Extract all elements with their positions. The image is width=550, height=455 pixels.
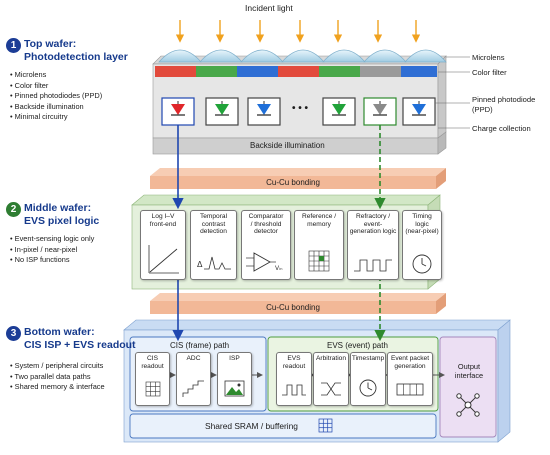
memory-grid-icon (308, 250, 330, 272)
arbitration-block: Arbitration (313, 352, 349, 406)
backside-illumination-label: Backside illumination (250, 141, 325, 150)
top-bullet: Backside illumination (10, 102, 102, 113)
middle-wafer-number-badge: 2 (6, 202, 21, 217)
shared-sram-box (129, 413, 437, 439)
svg-text:Δ: Δ (197, 260, 203, 269)
timestamp-clock-icon (359, 379, 377, 397)
output-interface-box (439, 336, 497, 438)
charge-collection-label: Charge collection (472, 124, 531, 133)
top-wafer-subtitle: Photodetection layer (24, 51, 128, 63)
diode-symbols (171, 101, 426, 116)
microlens-array (158, 49, 447, 63)
top-bullet: Minimal circuitry (10, 112, 102, 123)
top-bullet: Pinned photodiodes (PPD) (10, 91, 103, 102)
bottom-wafer-number-badge: 3 (6, 326, 21, 341)
color-filter-row (155, 66, 437, 77)
adc-staircase-icon (182, 380, 204, 397)
microlens-label: Microlens (472, 53, 505, 62)
bottom-bullet: Shared memory & interface (10, 382, 105, 393)
top-bullet: Color filter (10, 81, 102, 92)
bottom-wafer-bullet-list: System / peripheral circuits Two paralle… (10, 361, 105, 393)
cu-cu-bonding-label-1: Cu-Cu bonding (266, 178, 320, 187)
svg-text:Vᵢₙ: Vᵢₙ (275, 265, 283, 272)
middle-bullet: No ISP functions (10, 255, 94, 266)
label-leader-lines (435, 56, 470, 129)
cu-cu-bonding-label-2: Cu-Cu bonding (266, 303, 320, 312)
middle-wafer-title: Middle wafer: (24, 202, 92, 214)
comparator-icon: Vᵢₙ (246, 252, 283, 272)
reference-memory-block: Reference /memory (294, 210, 344, 280)
temporal-contrast-icon: Δ (197, 256, 231, 270)
shared-sram-label: Shared SRAM / buffering (205, 421, 298, 431)
middle-wafer-subtitle: EVS pixel logic (24, 215, 100, 227)
timestamp-block: Timestamp (350, 352, 386, 406)
log-iv-graph-icon (148, 245, 179, 274)
top-wafer-bullet-list: Microlens Color filter Pinned photodiode… (10, 70, 103, 123)
pinned-photodiode-label: Pinned photodiode (472, 95, 536, 104)
incident-light-arrows (175, 20, 421, 43)
middle-wafer-bullet-list: Event-sensing logic only In-pixel / near… (10, 234, 95, 266)
bottom-wafer-subtitle: CIS ISP + EVS readout (24, 339, 136, 351)
evs-pulse-icon (282, 384, 306, 396)
ppd-label: (PPD) (472, 105, 493, 114)
ellipsis-dots: • • • (292, 103, 309, 114)
sram-grid-icon (318, 418, 333, 433)
bottom-wafer-title: Bottom wafer: (24, 326, 95, 338)
network-interface-icon (456, 393, 480, 417)
cu-cu-bond-strips (150, 168, 446, 314)
bottom-bullet: System / peripheral circuits (10, 361, 105, 372)
refractory-event-generation-block: Refractory /event-generation logic (347, 210, 399, 280)
packet-icon (396, 383, 424, 396)
pulse-waveform-icon (354, 259, 392, 272)
adc-block: ADC (176, 352, 211, 406)
image-icon (224, 380, 245, 397)
photodiode-array (161, 97, 436, 126)
bottom-bullet: Two parallel data paths (10, 372, 105, 383)
incident-light-label: Incident light (245, 3, 293, 13)
top-bullet: Microlens (10, 70, 102, 81)
top-wafer-number-badge: 1 (6, 38, 21, 53)
cis-frame-path-label: CIS (frame) path (170, 341, 230, 350)
middle-bullet: In-pixel / near-pixel (10, 245, 94, 256)
middle-bullet: Event-sensing logic only (10, 234, 95, 245)
shuffle-icon (321, 382, 341, 396)
pixel-grid-icon (145, 381, 161, 397)
isp-block: ISP (217, 352, 252, 406)
color-filter-label: Color filter (472, 68, 507, 77)
top-wafer-title: Top wafer: (24, 38, 77, 50)
evs-event-path-label: EVS (event) path (327, 341, 388, 350)
clock-icon (412, 254, 432, 274)
